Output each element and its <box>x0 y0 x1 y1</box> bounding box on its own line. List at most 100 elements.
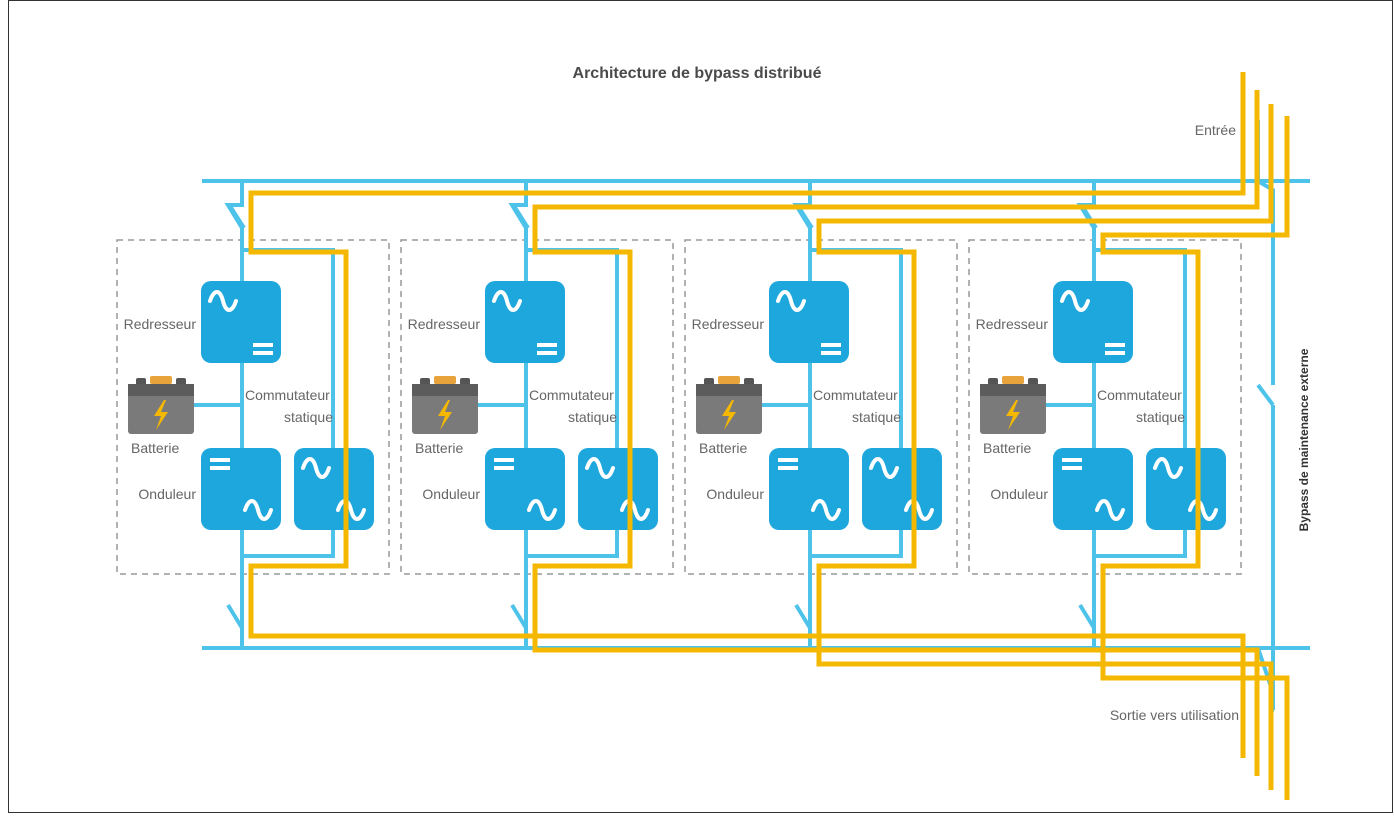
static-switch-label-line1: Commutateur <box>813 387 898 403</box>
static-switch-block-body <box>294 448 374 530</box>
static-switch-label-line1: Commutateur <box>529 387 614 403</box>
sine-wave-icon <box>492 290 522 312</box>
battery-lid <box>696 384 762 396</box>
module-input-line <box>508 181 528 288</box>
static-switch-output-line <box>1094 526 1187 558</box>
static-switch-block <box>294 448 374 530</box>
sine-wave-icon <box>527 499 557 521</box>
static-switch-label-line2: statique <box>568 409 617 425</box>
dc-symbol-icon <box>1105 351 1125 355</box>
bypass-path <box>248 72 1246 758</box>
dc-symbol-icon <box>494 458 514 462</box>
sine-wave-icon <box>620 499 650 521</box>
lightning-icon <box>438 400 452 430</box>
lightning-icon <box>154 400 168 430</box>
inverter-label: Onduleur <box>990 486 1048 502</box>
maintenance-bypass-label: Bypass de maintenance externe <box>1297 348 1311 531</box>
battery-top-label <box>434 376 456 384</box>
dc-symbol-icon <box>537 343 557 347</box>
dc-symbol-icon <box>1105 343 1125 347</box>
inverter-label: Onduleur <box>706 486 764 502</box>
maintenance-bypass-switch <box>1256 383 1275 407</box>
sine-wave-icon <box>776 290 806 312</box>
battery-lid <box>980 384 1046 396</box>
static-switch-output-line <box>526 526 619 558</box>
battery-block <box>696 376 762 434</box>
inverter-block <box>769 448 849 530</box>
rectifier-block-body <box>201 281 281 363</box>
inverter-block <box>485 448 565 530</box>
battery-label: Batterie <box>415 440 463 456</box>
rectifier-block-body <box>1053 281 1133 363</box>
rectifier-label: Redresseur <box>408 316 481 332</box>
inverter-block <box>1053 448 1133 530</box>
static-switch-label-line2: statique <box>1136 409 1185 425</box>
input-switch <box>512 204 530 230</box>
battery-label: Batterie <box>699 440 747 456</box>
sine-wave-icon <box>811 499 841 521</box>
bypass-paths <box>248 72 1290 800</box>
module-input-line <box>224 181 244 288</box>
dc-symbol-icon <box>537 351 557 355</box>
rectifier-label: Redresseur <box>124 316 197 332</box>
battery-label: Batterie <box>983 440 1031 456</box>
lightning-icon <box>722 400 736 430</box>
dc-symbol-icon <box>778 466 798 470</box>
dc-symbol-icon <box>821 343 841 347</box>
static-switch-label-line2: statique <box>852 409 901 425</box>
battery-top-label <box>718 376 740 384</box>
inverter-block <box>201 448 281 530</box>
sine-wave-icon <box>869 457 899 479</box>
rectifier-label: Redresseur <box>692 316 765 332</box>
diagram-title: Architecture de bypass distribué <box>573 65 822 82</box>
battery-top-label <box>150 376 172 384</box>
static-switch-label-line2: statique <box>284 409 333 425</box>
sine-wave-icon <box>1060 290 1090 312</box>
inverter-label: Onduleur <box>422 486 480 502</box>
dc-symbol-icon <box>253 351 273 355</box>
dc-symbol-icon <box>253 343 273 347</box>
rectifier-block <box>1053 281 1133 363</box>
static-switch-label-line1: Commutateur <box>245 387 330 403</box>
battery-top-label <box>1002 376 1024 384</box>
battery-label: Batterie <box>131 440 179 456</box>
sine-wave-icon <box>585 457 615 479</box>
sine-wave-icon <box>1153 457 1183 479</box>
rectifier-block-body <box>769 281 849 363</box>
static-switch-block-body <box>862 448 942 530</box>
static-switch-block-body <box>1146 448 1226 530</box>
static-switch-block <box>578 448 658 530</box>
module-input-line <box>792 181 812 288</box>
output-label: Sortie vers utilisation <box>1110 707 1239 723</box>
battery-block <box>128 376 194 434</box>
bypass-path <box>532 90 1260 776</box>
lightning-icon <box>1006 400 1020 430</box>
static-switch-output-line <box>810 526 903 558</box>
rectifier-block <box>769 281 849 363</box>
output-switch <box>226 603 244 630</box>
dc-symbol-icon <box>1062 466 1082 470</box>
rectifier-label: Redresseur <box>976 316 1049 332</box>
sine-wave-icon <box>301 457 331 479</box>
output-switch <box>1078 603 1096 630</box>
battery-block <box>980 376 1046 434</box>
module-input-line <box>1076 181 1096 288</box>
static-switch-label-line1: Commutateur <box>1097 387 1182 403</box>
input-switch <box>1080 204 1098 230</box>
output-switch <box>510 603 528 630</box>
dc-symbol-icon <box>778 458 798 462</box>
dc-symbol-icon <box>210 466 230 470</box>
bypass-path <box>816 104 1274 790</box>
sine-wave-icon <box>243 499 273 521</box>
dc-symbol-icon <box>210 458 230 462</box>
static-switch-output-line <box>242 526 335 558</box>
sine-wave-icon <box>904 499 934 521</box>
inverter-label: Onduleur <box>138 486 196 502</box>
static-switch-block <box>862 448 942 530</box>
rectifier-block <box>201 281 281 363</box>
battery-lid <box>128 384 194 396</box>
sine-wave-icon <box>336 499 366 521</box>
rectifier-block <box>485 281 565 363</box>
